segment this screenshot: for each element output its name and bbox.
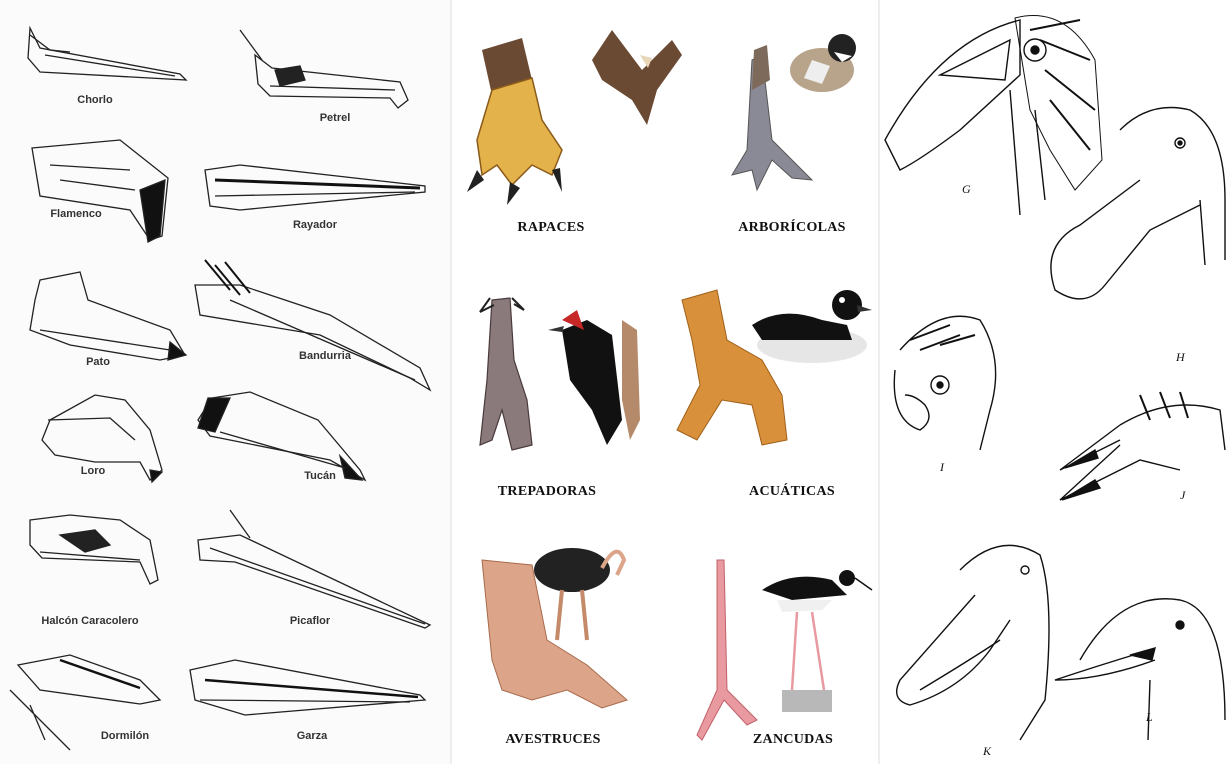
label-chorlo: Chorlo bbox=[77, 94, 112, 106]
caption-avestruces: AVESTRUCES bbox=[505, 732, 600, 748]
acuaticas-illustration bbox=[677, 290, 872, 445]
skimmer-head-sketch bbox=[1060, 392, 1225, 500]
head-drawings bbox=[880, 0, 1230, 764]
spoonbill-head-sketch bbox=[1051, 108, 1225, 299]
foot-drawings bbox=[452, 0, 878, 764]
caption-acuaticas: ACUÁTICAS bbox=[749, 484, 835, 500]
head-sketches-panel: G H I J K L bbox=[880, 0, 1230, 764]
foot-types-panel: RAPACES ARBORÍCOLAS TREPADORAS ACUÁTICAS… bbox=[452, 0, 878, 764]
label-garza: Garza bbox=[297, 730, 328, 742]
beak-types-panel: Chorlo Petrel Flamenco Rayador Pato Band… bbox=[0, 0, 450, 764]
caption-rapaces: RAPACES bbox=[517, 220, 584, 236]
tucan-beak-drawing bbox=[198, 392, 365, 480]
rapaces-illustration bbox=[467, 30, 682, 205]
rayador-beak-drawing bbox=[205, 165, 425, 210]
zancudas-illustration bbox=[697, 560, 872, 740]
label-picaflor: Picaflor bbox=[290, 615, 330, 627]
label-petrel: Petrel bbox=[320, 112, 351, 124]
label-pato: Pato bbox=[86, 356, 110, 368]
pato-beak-drawing bbox=[30, 272, 186, 360]
letter-j: J bbox=[1180, 488, 1185, 503]
ibis-head-sketch bbox=[1055, 599, 1225, 740]
label-tucan: Tucán bbox=[304, 470, 336, 482]
letter-k: K bbox=[983, 744, 991, 759]
arboricolas-illustration bbox=[732, 34, 856, 190]
letter-g: G bbox=[962, 182, 971, 197]
label-halcon-caracolero: Halcón Caracolero bbox=[41, 615, 138, 627]
caption-trepadoras: TREPADORAS bbox=[498, 484, 596, 500]
letter-i: I bbox=[940, 460, 944, 475]
beak-drawings bbox=[0, 0, 450, 764]
toucan-head-sketch bbox=[885, 16, 1102, 215]
caption-zancudas: ZANCUDAS bbox=[753, 732, 833, 748]
pelican-head-sketch bbox=[897, 545, 1049, 740]
trepadoras-illustration bbox=[480, 298, 640, 450]
avestruces-illustration bbox=[482, 548, 627, 708]
caption-arboricolas: ARBORÍCOLAS bbox=[738, 220, 846, 236]
label-flamenco: Flamenco bbox=[50, 208, 101, 220]
label-dormilon: Dormilón bbox=[101, 730, 149, 742]
label-rayador: Rayador bbox=[293, 219, 337, 231]
parrot-head-sketch bbox=[894, 316, 995, 450]
halcon-beak-drawing bbox=[30, 515, 158, 584]
petrel-beak-drawing bbox=[240, 30, 408, 108]
letter-l: L bbox=[1146, 710, 1153, 725]
picaflor-beak-drawing bbox=[198, 510, 430, 628]
chorlo-beak-drawing bbox=[28, 28, 186, 80]
garza-beak-drawing bbox=[190, 660, 425, 715]
label-bandurria: Bandurria bbox=[299, 350, 351, 362]
flamenco-beak-drawing bbox=[32, 140, 168, 242]
label-loro: Loro bbox=[81, 465, 105, 477]
bandurria-beak-drawing bbox=[195, 260, 430, 390]
letter-h: H bbox=[1176, 350, 1185, 365]
